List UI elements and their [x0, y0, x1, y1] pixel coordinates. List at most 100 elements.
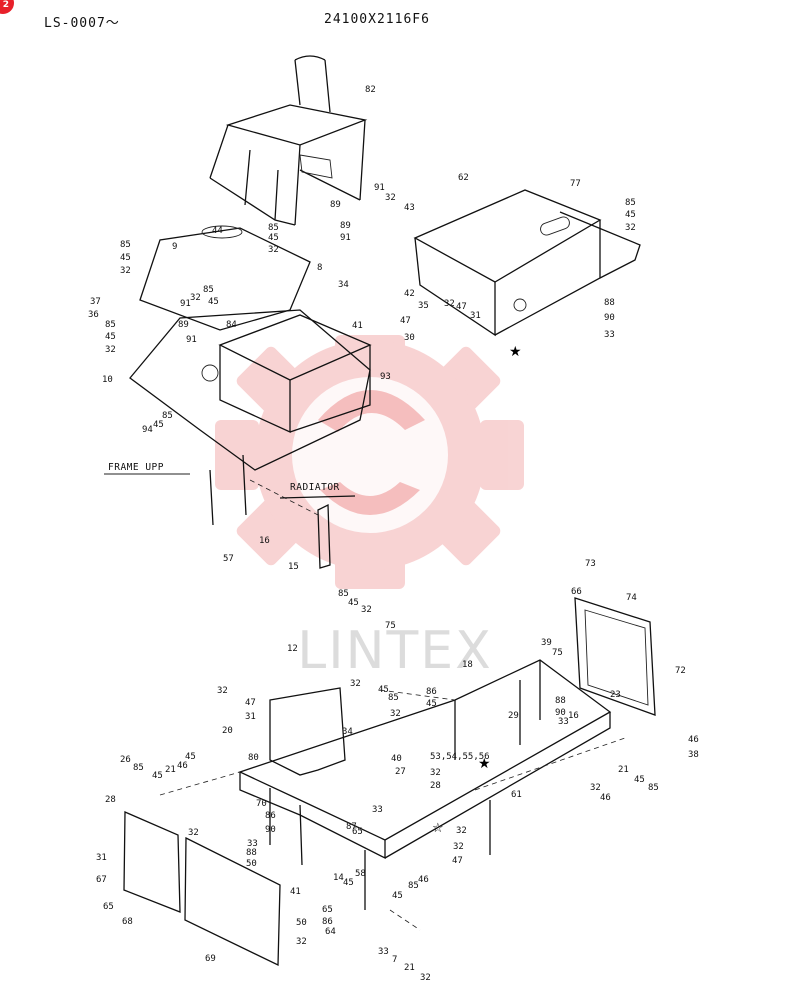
part-number-label: 45 [153, 420, 164, 430]
part-number-label: 85 [105, 320, 116, 330]
part-number-label: 14 [333, 873, 344, 883]
frame-upp-label: FRAME UPP [108, 462, 164, 473]
part-number-label: 32 [105, 345, 116, 355]
part-number-label: 91 [186, 335, 197, 345]
part-number-label: 28 [105, 795, 116, 805]
part-number-label: 89 [330, 200, 341, 210]
panel-front-left [123, 687, 346, 967]
part-number-label: 7 [392, 955, 397, 965]
part-number-label: 86 [426, 687, 437, 697]
part-number-label: 46 [600, 793, 611, 803]
watermark-text: LINTEX [297, 621, 492, 681]
part-number-label: 85 [268, 223, 279, 233]
radiator-part [209, 454, 356, 569]
document-code-right: 24100X2116F6 [324, 12, 430, 27]
part-number-label: 91 [340, 233, 351, 243]
part-number-label: 45 [426, 699, 437, 709]
part-number-label: 15 [288, 562, 299, 572]
part-number-label: 33 [378, 947, 389, 957]
part-number-label: 45 [120, 253, 131, 263]
part-number-label: 45 [208, 297, 219, 307]
part-number-label: 36 [88, 310, 99, 320]
part-number-label: 42 [404, 289, 415, 299]
part-number-label: 84 [226, 320, 237, 330]
part-number-label: 86 [322, 917, 333, 927]
part-number-label: 45 [348, 598, 359, 608]
part-number-label: 32 [188, 828, 199, 838]
part-number-label: 30 [404, 333, 415, 343]
part-number-label: 82 [365, 85, 376, 95]
part-number-label: 34 [342, 727, 353, 737]
part-number-label: 85 [625, 198, 636, 208]
part-number-label: 32 [590, 783, 601, 793]
part-number-label: 57 [223, 554, 234, 564]
part-number-label: 47 [400, 316, 411, 326]
part-number-label: 61 [511, 790, 522, 800]
part-number-label: 31 [470, 311, 481, 321]
part-number-label: 21 [165, 765, 176, 775]
part-number-label: 85 [120, 240, 131, 250]
part-number-label: 32 [444, 299, 455, 309]
part-number-label: 87 [346, 822, 357, 832]
part-number-label: 66 [571, 587, 582, 597]
part-number-label: 32 [217, 686, 228, 696]
part-number-label: 45 [625, 210, 636, 220]
guide-lines [159, 689, 626, 931]
part-number-label: 35 [418, 301, 429, 311]
part-number-label: 47 [245, 698, 256, 708]
part-number-label: 75 [552, 648, 563, 658]
part-number-label: 32 [625, 223, 636, 233]
part-number-label: 37 [90, 297, 101, 307]
part-number-label: 69 [205, 954, 216, 964]
part-number-label: 85 [408, 881, 419, 891]
battery-box [218, 314, 372, 434]
part-number-label: 85 [648, 783, 659, 793]
part-number-label: 45 [378, 685, 389, 695]
part-number-label: 29 [508, 711, 519, 721]
part-number-label: 90 [555, 708, 566, 718]
part-number-label: 21 [404, 963, 415, 973]
part-number-label: 45 [392, 891, 403, 901]
part-number-label: 89 [340, 221, 351, 231]
part-number-label: 32 [190, 293, 201, 303]
part-number-label: 91 [374, 183, 385, 193]
part-number-label: 94 [142, 425, 153, 435]
part-number-label: 26 [120, 755, 131, 765]
part-number-label: 31 [245, 712, 256, 722]
part-number-label: 39 [541, 638, 552, 648]
document-code-left: LS-0007〜 [44, 16, 120, 31]
part-number-label: 8 [317, 263, 322, 273]
part-number-label: 32 [296, 937, 307, 947]
part-number-label: 21 [618, 765, 629, 775]
part-number-label: 65 [322, 905, 333, 915]
part-number-label: 32 [390, 709, 401, 719]
part-number-label: 31 [96, 853, 107, 863]
part-number-label: 28 [430, 781, 441, 791]
corner-badge: 2 [0, 0, 14, 14]
part-number-label: 45 [105, 332, 116, 342]
part-number-label: 40 [391, 754, 402, 764]
part-number-label: 32 [350, 679, 361, 689]
part-number-label: 62 [458, 173, 469, 183]
part-number-label: 41 [352, 321, 363, 331]
part-number-label: 20 [222, 726, 233, 736]
part-number-label: 85 [388, 693, 399, 703]
part-number-label: 32 [385, 193, 396, 203]
part-number-label: 27 [395, 767, 406, 777]
part-number-label: 47 [452, 856, 463, 866]
part-number-label: 93 [380, 372, 391, 382]
part-number-label: 88 [246, 848, 257, 858]
part-number-label: 64 [325, 927, 336, 937]
part-number-label: 16 [259, 536, 270, 546]
part-number-label: 53,54,55,56 [430, 752, 490, 762]
part-number-label: 32 [361, 605, 372, 615]
hood-cover [413, 189, 641, 337]
part-number-label: 46 [688, 735, 699, 745]
part-number-label: 72 [675, 666, 686, 676]
part-number-label: 67 [96, 875, 107, 885]
star-marker: ★ [478, 756, 491, 772]
part-number-label: 73 [585, 559, 596, 569]
part-number-label: 34 [338, 280, 349, 290]
